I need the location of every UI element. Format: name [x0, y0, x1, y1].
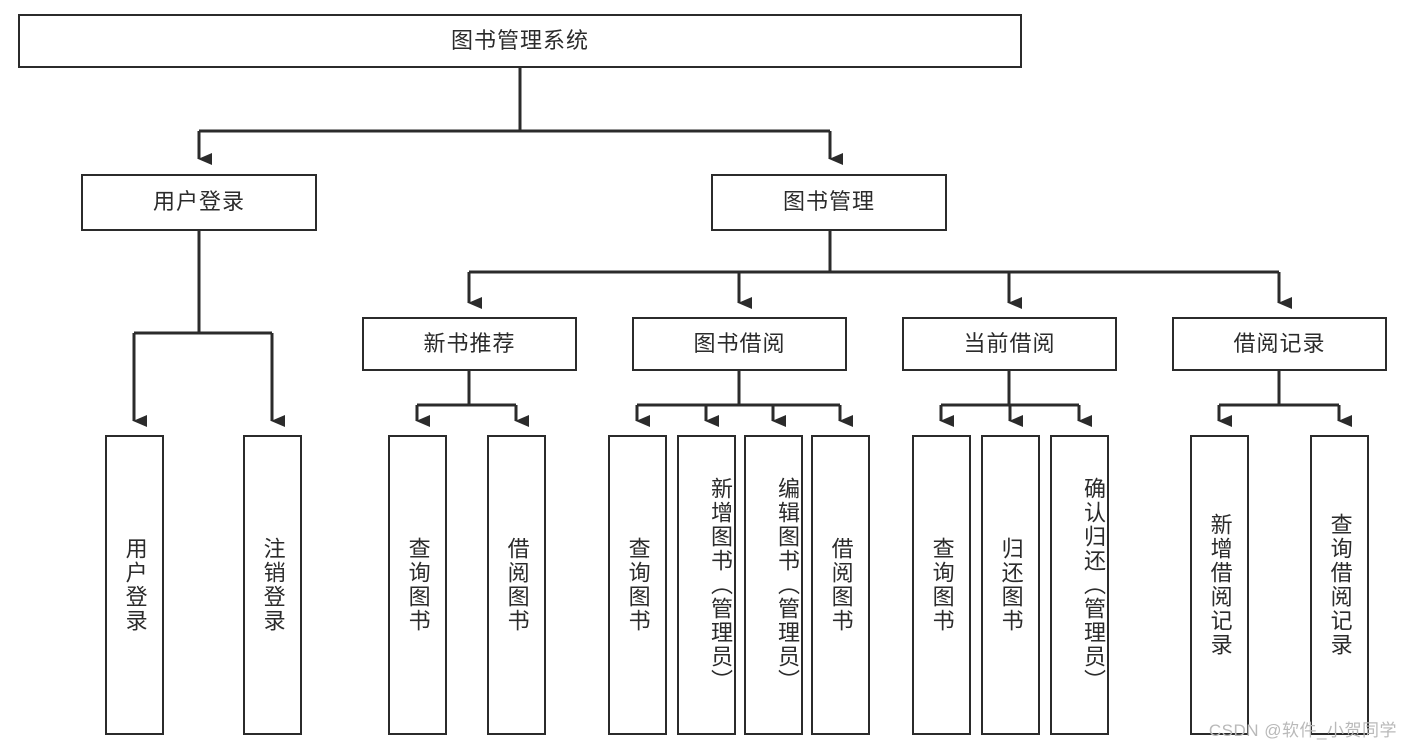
node-leaf-add-record[interactable]: 新增借阅记录: [1190, 435, 1249, 735]
node-leaf-borrow-book-rec-label: 借阅图书: [504, 537, 530, 633]
node-leaf-user-login[interactable]: 用户登录: [105, 435, 164, 735]
node-leaf-query-book-bor-label: 查询图书: [625, 537, 651, 633]
node-user-login-label: 用户登录: [152, 189, 245, 215]
node-leaf-query-book-cur[interactable]: 查询图书: [912, 435, 971, 735]
node-leaf-query-book-bor[interactable]: 查询图书: [608, 435, 667, 735]
node-root[interactable]: 图书管理系统: [18, 14, 1022, 68]
node-leaf-query-record[interactable]: 查询借阅记录: [1310, 435, 1369, 735]
node-borrow-record-label: 借阅记录: [1233, 330, 1326, 356]
node-leaf-return-book-label: 归还图书: [998, 537, 1024, 633]
node-leaf-edit-book[interactable]: 编辑图书（管理员）: [744, 435, 803, 735]
node-leaf-user-logout[interactable]: 注销登录: [243, 435, 302, 735]
csdn-watermark: CSDN @软件_小贺同学: [1208, 721, 1397, 740]
node-leaf-query-book-cur-label: 查询图书: [929, 537, 955, 633]
node-leaf-add-book[interactable]: 新增图书（管理员）: [677, 435, 736, 735]
node-leaf-user-login-label: 用户登录: [122, 537, 148, 633]
node-leaf-add-record-label: 新增借阅记录: [1207, 513, 1233, 657]
node-leaf-query-book-rec-label: 查询图书: [405, 537, 431, 633]
node-book-borrow-label: 图书借阅: [693, 330, 786, 356]
node-book-borrow[interactable]: 图书借阅: [632, 317, 847, 371]
node-leaf-confirm-return[interactable]: 确认归还（管理员）: [1050, 435, 1109, 735]
node-leaf-add-book-label: 新增图书（管理员）: [708, 477, 733, 693]
node-leaf-user-logout-label: 注销登录: [260, 537, 286, 633]
node-leaf-query-record-label: 查询借阅记录: [1327, 513, 1353, 657]
node-leaf-borrow-book-bor-label: 借阅图书: [828, 537, 854, 633]
node-leaf-confirm-return-label: 确认归还（管理员）: [1081, 477, 1106, 693]
node-root-label: 图书管理系统: [450, 27, 589, 53]
node-leaf-return-book[interactable]: 归还图书: [981, 435, 1040, 735]
node-leaf-query-book-rec[interactable]: 查询图书: [388, 435, 447, 735]
node-new-book-rec[interactable]: 新书推荐: [362, 317, 577, 371]
node-book-manage-label: 图书管理: [782, 189, 875, 215]
node-book-manage[interactable]: 图书管理: [711, 174, 947, 231]
node-user-login[interactable]: 用户登录: [81, 174, 317, 231]
node-leaf-borrow-book-bor[interactable]: 借阅图书: [811, 435, 870, 735]
node-leaf-borrow-book-rec[interactable]: 借阅图书: [487, 435, 546, 735]
node-borrow-record[interactable]: 借阅记录: [1172, 317, 1387, 371]
node-leaf-edit-book-label: 编辑图书（管理员）: [775, 477, 800, 693]
node-current-borrow-label: 当前借阅: [963, 330, 1056, 356]
node-new-book-rec-label: 新书推荐: [423, 330, 516, 356]
node-current-borrow[interactable]: 当前借阅: [902, 317, 1117, 371]
